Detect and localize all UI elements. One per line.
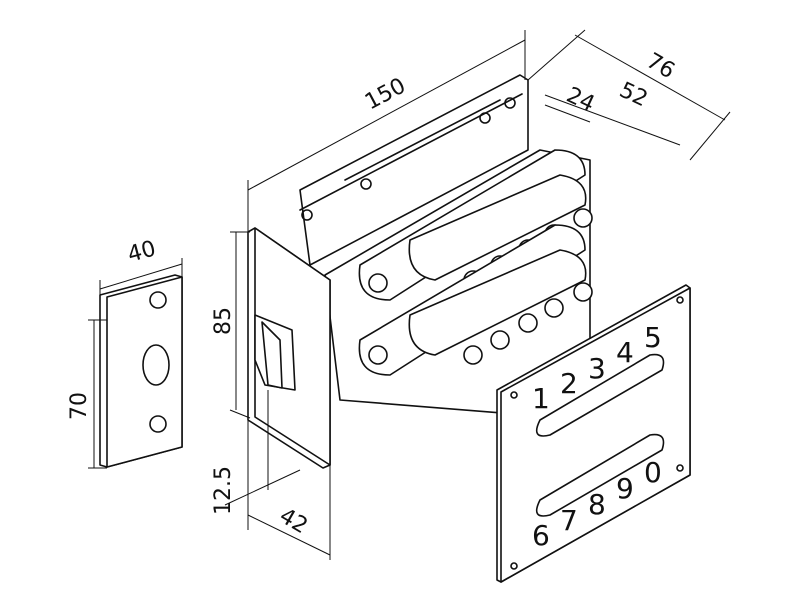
key-7: 7 (560, 504, 578, 537)
dim-plate-offset: 24 (562, 83, 598, 117)
key-3: 3 (588, 352, 606, 385)
dim-strike-width: 40 (125, 236, 159, 267)
key-9: 9 (616, 472, 634, 505)
key-1: 1 (532, 382, 550, 415)
key-0: 0 (644, 456, 662, 489)
key-5: 5 (644, 321, 662, 354)
dim-total-depth: 76 (642, 49, 679, 85)
key-4: 4 (616, 336, 634, 369)
strike-plate (99, 274, 183, 468)
keypad-cover: 1 2 3 4 5 6 7 8 9 0 (496, 284, 691, 583)
dim-faceplate-width: 42 (275, 504, 312, 540)
key-8: 8 (588, 488, 606, 521)
dim-bolt-offset: 12.5 (211, 466, 236, 515)
dim-faceplate-height: 85 (211, 307, 236, 335)
mechanism-lower (358, 224, 593, 376)
key-2: 2 (560, 367, 578, 400)
dim-mechanism-depth: 52 (615, 78, 651, 112)
key-6: 6 (532, 519, 550, 552)
faceplate (247, 227, 331, 469)
dim-body-length: 150 (361, 74, 410, 116)
dim-strike-height: 70 (67, 392, 92, 420)
